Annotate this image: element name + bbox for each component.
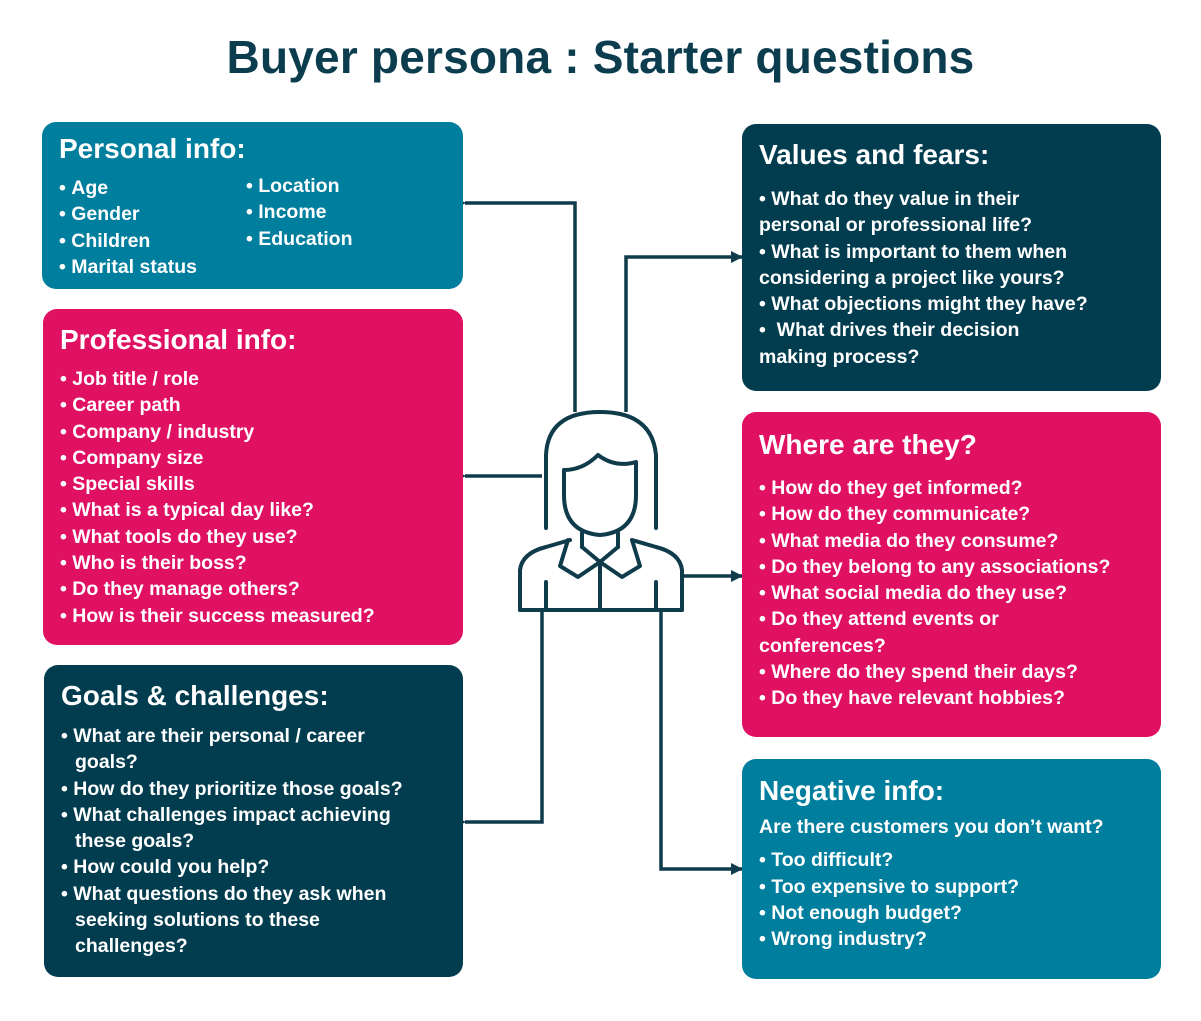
page-title: Buyer persona : Starter questions [226, 31, 975, 83]
list-item-continuation: considering a project like yours? [759, 266, 1065, 289]
person-icon [518, 410, 684, 612]
list-item-continuation: these goals? [75, 830, 195, 853]
list-item: Do they attend events or [759, 606, 1145, 632]
list-item: Too difficult? [759, 847, 1145, 873]
professional-info-card: Professional info: Job title / role Care… [43, 309, 463, 645]
list-item-continuation: seeking solutions to these [75, 909, 320, 932]
personal-info-list-left: Age Gender Children Marital status [59, 175, 246, 280]
list-item-continuation: challenges? [75, 935, 188, 958]
personal-info-list-right: Location Income Education [246, 173, 353, 280]
connector-personal [454, 197, 577, 412]
list-item: Company size [60, 445, 447, 471]
list-item-continuation: making process? [759, 345, 920, 368]
professional-info-list: Job title / role Career path Company / i… [60, 366, 447, 629]
list-item: What do they value in their [759, 186, 1145, 212]
personal-info-card: Personal info: Age Gender Children Marit… [42, 122, 463, 289]
list-item: Gender [59, 201, 246, 227]
goals-challenges-card: Goals & challenges: What are their perso… [44, 665, 463, 977]
list-item: What media do they consume? [759, 528, 1145, 554]
list-item: How do they prioritize those goals? [61, 776, 447, 802]
personal-info-heading: Personal info: [59, 133, 246, 164]
list-item: Job title / role [60, 366, 447, 392]
list-item: How could you help? [61, 854, 447, 880]
list-item: How do they get informed? [759, 475, 1145, 501]
list-item: What is important to them when [759, 239, 1145, 265]
list-item: Do they manage others? [60, 576, 447, 602]
negative-info-question: Are there customers you don’t want? [759, 816, 1104, 838]
list-item: What is a typical day like? [60, 497, 447, 523]
values-fears-list: What do they value in their personal or … [759, 186, 1145, 370]
list-item: Age [59, 175, 246, 201]
list-item: Education [246, 226, 352, 252]
connector-negative [659, 611, 743, 875]
list-item: Do they have relevant hobbies? [759, 685, 1145, 711]
list-item: Do they belong to any associations? [759, 554, 1145, 580]
list-item: Children [59, 228, 246, 254]
list-item: Special skills [60, 471, 447, 497]
goals-challenges-list: What are their personal / career goals? … [61, 723, 447, 960]
list-item: Who is their boss? [60, 550, 447, 576]
connector-values [624, 251, 743, 412]
where-are-they-list: How do they get informed? How do they co… [759, 475, 1145, 712]
list-item: What tools do they use? [60, 524, 447, 550]
list-item: What challenges impact achieving [61, 802, 447, 828]
list-item: What social media do they use? [759, 580, 1145, 606]
list-item: Location [246, 173, 353, 199]
list-item: Not enough budget? [759, 900, 1145, 926]
list-item: What objections might they have? [759, 291, 1145, 317]
list-item: What drives their decision [759, 317, 1145, 343]
list-item: What questions do they ask when [61, 881, 447, 907]
values-fears-card: Values and fears: What do they value in … [742, 124, 1161, 391]
values-fears-heading: Values and fears: [759, 139, 990, 170]
list-item: Too expensive to support? [759, 874, 1145, 900]
list-item: How do they communicate? [759, 501, 1145, 527]
list-item-continuation: conferences? [759, 634, 886, 657]
professional-info-heading: Professional info: [60, 324, 297, 355]
connector-goals [454, 611, 544, 828]
goals-challenges-heading: Goals & challenges: [61, 680, 329, 711]
list-item: Career path [60, 392, 447, 418]
list-item-continuation: goals? [75, 751, 138, 774]
list-item-continuation: personal or professional life? [759, 214, 1033, 237]
where-are-they-heading: Where are they? [759, 429, 977, 460]
list-item: Company / industry [60, 419, 447, 445]
list-item: Where do they spend their days? [759, 659, 1145, 685]
list-item: Income [246, 199, 353, 225]
list-item: Marital status [59, 254, 246, 280]
negative-info-list: Too difficult? Too expensive to support?… [759, 847, 1145, 952]
negative-info-card: Negative info: Are there customers you d… [742, 759, 1161, 979]
list-item: How is their success measured? [60, 603, 447, 629]
where-are-they-card: Where are they? How do they get informed… [742, 412, 1161, 737]
negative-info-heading: Negative info: [759, 775, 945, 806]
list-item: Wrong industry? [759, 926, 1145, 952]
list-item: What are their personal / career [61, 723, 447, 749]
